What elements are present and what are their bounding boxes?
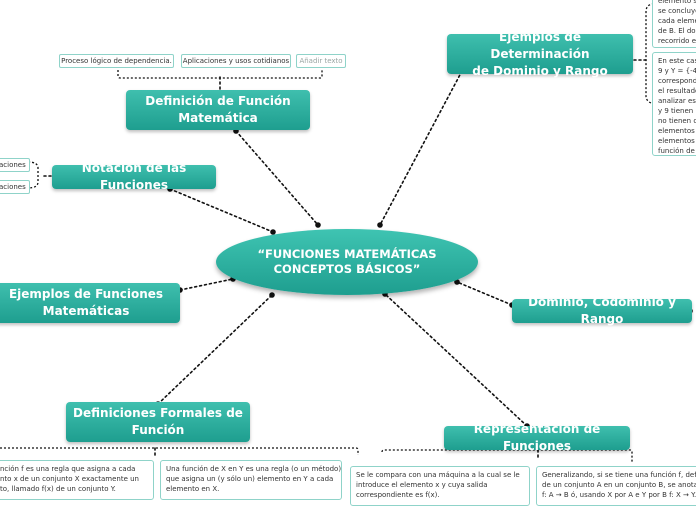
tag-notacion-1[interactable]: aciones bbox=[0, 158, 30, 172]
central-topic-line1: “FUNCIONES MATEMÁTICAS bbox=[257, 247, 437, 261]
link-notacion bbox=[169, 188, 274, 233]
central-topic[interactable]: “FUNCIONES MATEMÁTICAS CONCEPTOS BÁSICOS… bbox=[216, 229, 478, 295]
link-ejemplos-funciones bbox=[179, 278, 234, 291]
link-representacion bbox=[384, 293, 528, 427]
topic-ejemplos-determinacion-line1: Ejemplos de Determinación bbox=[490, 29, 590, 61]
bracket-rep-notes bbox=[381, 449, 633, 462]
topic-ejemplos-determinacion-line2: de Dominio y Rango bbox=[472, 63, 608, 78]
tag-notacion-2[interactable]: aciones bbox=[0, 180, 30, 194]
topic-definicion-line1: Definición de Función bbox=[145, 94, 291, 108]
topic-representacion-label: Representación de Funciones bbox=[473, 422, 601, 453]
bracket-det-notes bbox=[645, 3, 655, 105]
topic-ejemplos-determinacion[interactable]: Ejemplos de Determinación de Dominio y R… bbox=[447, 30, 633, 78]
topic-definiciones-formales[interactable]: Definiciones Formales de Función bbox=[66, 402, 250, 442]
topic-notacion-label: Notacion de las Funciones bbox=[81, 161, 187, 192]
note-formal-1: nción f es una regla que asigna a cada n… bbox=[0, 460, 154, 500]
central-topic-line2: CONCEPTOS BÁSICOS” bbox=[273, 262, 421, 276]
topic-notacion[interactable]: Notacion de las Funciones bbox=[52, 161, 216, 192]
note-determinacion-1: elemento su se concluye cada elemen de B… bbox=[652, 0, 696, 48]
link-dominio bbox=[456, 281, 513, 306]
topic-ejemplos-funciones-line2: Matemáticas bbox=[42, 304, 130, 318]
topic-definicion-line2: Matemática bbox=[178, 111, 258, 125]
topic-dominio-label: Dominio, Codominio y Rango bbox=[528, 295, 676, 326]
note-representacion-1: Se le compara con una máquina a la cual … bbox=[350, 466, 530, 506]
bracket-definicion-tags bbox=[117, 70, 323, 79]
tag-aplicaciones[interactable]: Aplicaciones y usos cotidianos bbox=[181, 54, 291, 68]
topic-ejemplos-funciones-line1: Ejemplos de Funciones bbox=[8, 287, 164, 301]
tag-anadir-texto[interactable]: Añadir texto bbox=[296, 54, 346, 68]
topic-definiciones-formales-line1: Definiciones Formales de bbox=[73, 406, 243, 420]
topic-representacion[interactable]: Representación de Funciones bbox=[444, 422, 630, 453]
topic-definicion[interactable]: Definición de Función Matemática bbox=[126, 90, 310, 130]
topic-ejemplos-funciones[interactable]: Ejemplos de Funciones Matemáticas bbox=[0, 283, 180, 323]
link-ejemplos-determinacion bbox=[379, 70, 463, 226]
link-definicion bbox=[235, 130, 319, 226]
bracket-notacion-tags bbox=[27, 161, 39, 189]
note-determinacion-2: En este cas 9 y Y = {-4, - correspond el… bbox=[652, 52, 696, 156]
note-representacion-2: Generalizando, si se tiene una función f… bbox=[536, 466, 696, 506]
note-formal-2: Una función de X en Y es una regla (o un… bbox=[160, 460, 342, 500]
topic-dominio[interactable]: Dominio, Codominio y Rango bbox=[512, 295, 692, 326]
bracket-formal-notes bbox=[0, 447, 359, 455]
tag-proceso[interactable]: Proceso lógico de dependencia. bbox=[59, 54, 174, 68]
topic-definiciones-formales-line2: Función bbox=[131, 423, 185, 437]
link-definiciones-formales bbox=[157, 294, 273, 405]
